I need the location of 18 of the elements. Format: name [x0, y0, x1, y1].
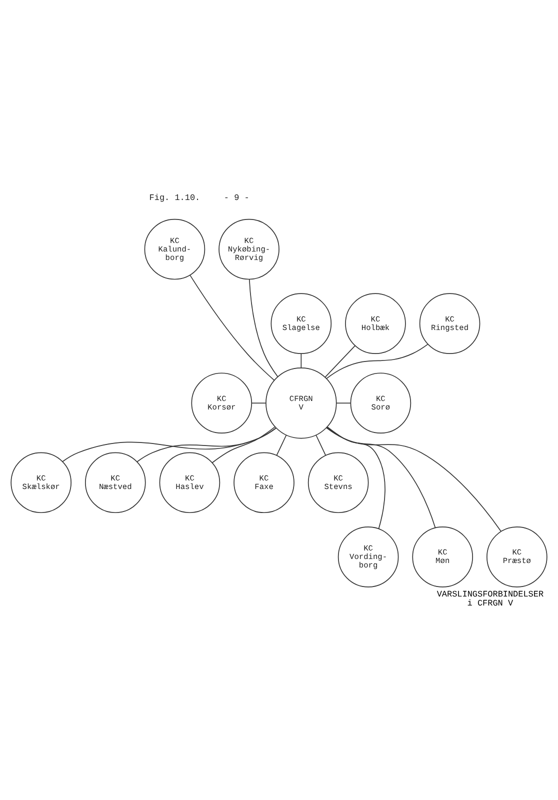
connector — [136, 427, 276, 462]
caption: VARSLINGSFORBINDELSER i CFRGN V — [436, 588, 544, 608]
connector — [190, 274, 275, 380]
connector — [336, 402, 351, 404]
connector — [248, 278, 278, 376]
connector — [326, 426, 386, 529]
connector — [276, 434, 287, 456]
connector — [326, 426, 436, 528]
label: - 9 - — [224, 192, 250, 202]
connector — [324, 344, 356, 377]
connector — [300, 352, 302, 368]
connector — [251, 402, 266, 404]
connector — [62, 427, 277, 462]
connector — [212, 426, 276, 463]
label: Fig. 1.10. — [149, 192, 200, 202]
connector — [316, 434, 326, 456]
connector — [326, 426, 502, 532]
connector — [326, 343, 428, 379]
